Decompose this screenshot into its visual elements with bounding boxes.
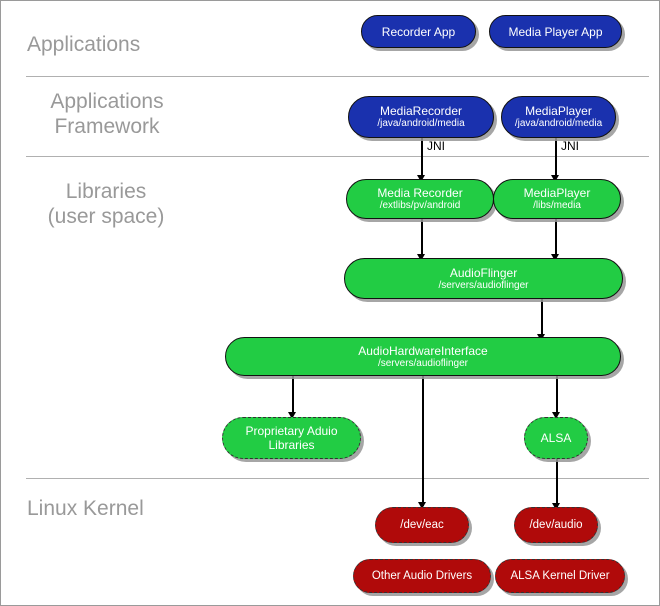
node-dev-audio[interactable]: /dev/audio	[514, 507, 598, 543]
node-mediarecorder-framework[interactable]: MediaRecorder /java/android/media	[348, 96, 494, 138]
node-audioflinger-title: AudioFlinger	[449, 265, 518, 280]
arrowhead-ahi-to-alsa	[552, 412, 560, 419]
layer-label-applications-framework: Applications Framework	[50, 90, 164, 138]
node-alsa-title: ALSA	[540, 431, 572, 445]
connector-ahi-to-alsa	[556, 376, 558, 414]
edge-label-jni-right: JNI	[561, 139, 579, 153]
connector-mediarecorderlib-to-audioflinger	[421, 219, 423, 257]
divider-framework	[26, 156, 649, 157]
node-audiohardwareinterface-subtitle: /servers/audioflinger	[377, 357, 469, 369]
divider-applications	[26, 76, 649, 77]
node-mediaplayer-framework[interactable]: MediaPlayer /java/android/media	[501, 96, 616, 138]
node-other-audio-drivers[interactable]: Other Audio Drivers	[353, 559, 491, 593]
node-alsa-kernel-driver-title: ALSA Kernel Driver	[510, 570, 610, 582]
node-audiohardwareinterface-title: AudioHardwareInterface	[358, 343, 488, 358]
layer-label-linux-kernel: Linux Kernel	[27, 497, 144, 520]
node-recorder-app-title: Recorder App	[381, 24, 456, 39]
connector-ahi-to-other-audio-drivers	[422, 376, 424, 506]
node-mediarecorder-framework-title: MediaRecorder	[379, 104, 463, 118]
layer-label-applications: Applications	[27, 33, 141, 56]
arrowhead-ahi-to-dev-eac	[418, 502, 426, 509]
arrowhead-ahi-to-proprietary	[288, 412, 296, 419]
connector-mediaplayerlib-to-audioflinger	[555, 219, 557, 257]
edge-label-jni-left: JNI	[427, 139, 445, 153]
node-media-player-app[interactable]: Media Player App	[489, 15, 622, 48]
node-dev-audio-title: /dev/audio	[529, 519, 583, 531]
node-audioflinger-subtitle: /servers/audioflinger	[438, 279, 529, 291]
node-mediaplayer-lib-title: MediaPlayer	[523, 186, 591, 200]
connector-mediarecorder-to-lib	[421, 138, 423, 178]
connector-audioflinger-to-ahi	[541, 299, 543, 337]
node-proprietary-audio-libraries-title: Proprietary Aduio Libraries	[245, 424, 338, 452]
connector-mediaplayer-to-lib	[555, 138, 557, 178]
node-audiohardwareinterface[interactable]: AudioHardwareInterface /servers/audiofli…	[225, 337, 621, 376]
node-recorder-app[interactable]: Recorder App	[361, 15, 476, 48]
node-other-audio-drivers-title: Other Audio Drivers	[371, 570, 473, 582]
node-mediaplayer-framework-subtitle: /java/android/media	[514, 118, 603, 129]
node-mediarecorder-framework-subtitle: /java/android/media	[377, 118, 465, 129]
node-proprietary-audio-libraries[interactable]: Proprietary Aduio Libraries	[222, 417, 361, 459]
node-dev-eac[interactable]: /dev/eac	[375, 507, 469, 543]
node-media-recorder-lib-subtitle: /extlibs/pv/android	[379, 200, 461, 211]
node-alsa[interactable]: ALSA	[524, 417, 588, 459]
node-media-player-app-title: Media Player App	[508, 24, 603, 39]
layer-label-libraries: Libraries (user space)	[47, 180, 165, 228]
node-mediaplayer-lib[interactable]: MediaPlayer /libs/media	[493, 179, 621, 219]
node-media-recorder-lib[interactable]: Media Recorder /extlibs/pv/android	[346, 179, 494, 219]
node-mediaplayer-framework-title: MediaPlayer	[525, 104, 592, 118]
node-mediaplayer-lib-subtitle: /libs/media	[533, 200, 581, 211]
connector-ahi-to-proprietary	[292, 376, 294, 414]
node-media-recorder-lib-title: Media Recorder	[377, 186, 463, 200]
node-audioflinger[interactable]: AudioFlinger /servers/audioflinger	[344, 258, 623, 299]
divider-libraries	[26, 478, 649, 479]
connector-alsa-to-dev-audio	[556, 459, 558, 507]
node-alsa-kernel-driver[interactable]: ALSA Kernel Driver	[495, 559, 625, 593]
node-dev-eac-title: /dev/eac	[400, 519, 444, 531]
